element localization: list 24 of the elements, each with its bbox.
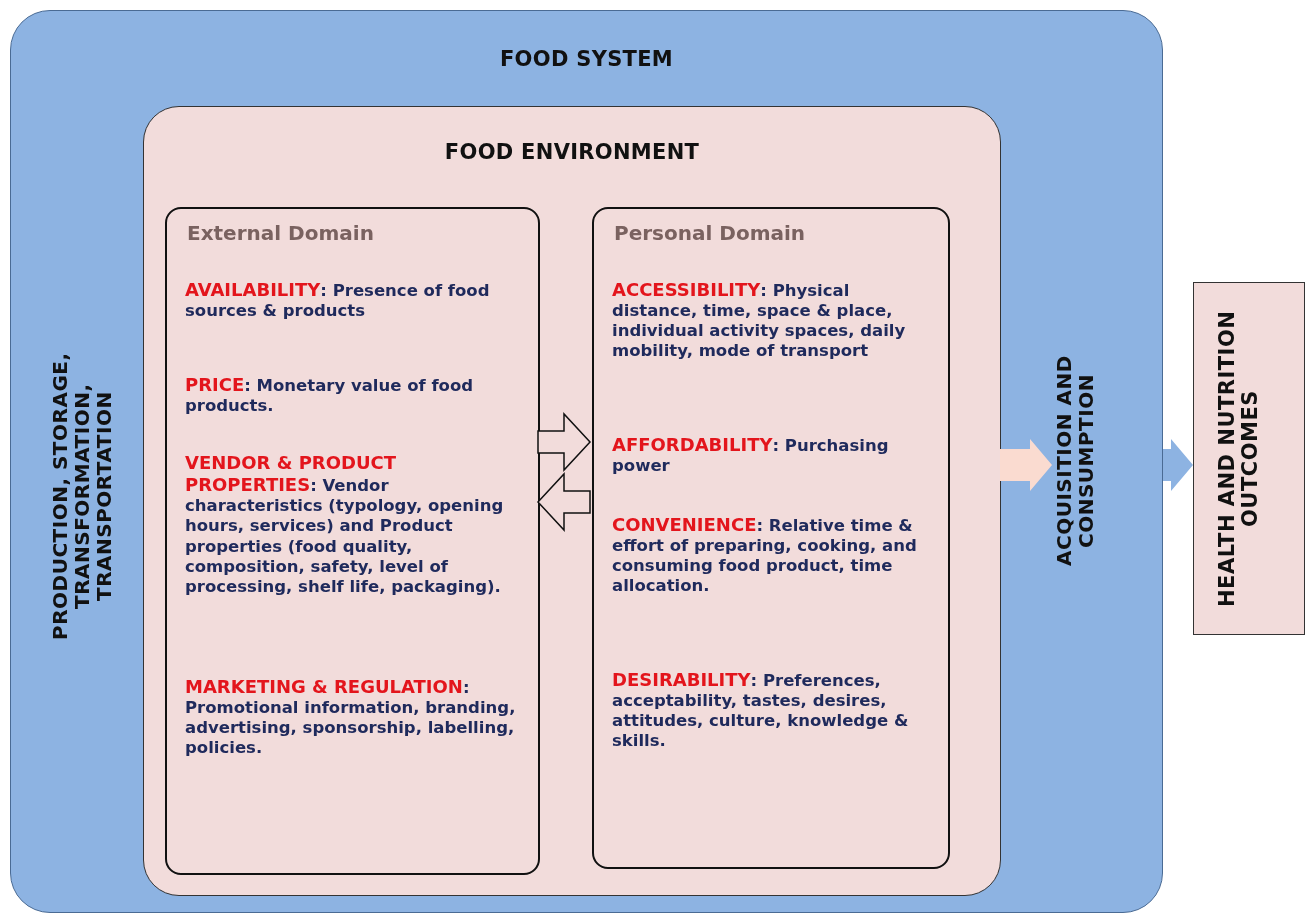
- block-arrow: [1000, 439, 1052, 491]
- outcome-box: [1193, 282, 1305, 635]
- factor-description: VENDOR & PRODUCT PROPERTIES: Vendor characteristics (typology, opening hours, services) and Product properties (food quality, composition, safety, level of processing, shelf life, packaging).: [185, 452, 505, 597]
- factor-description: AFFORDABILITY: Purchasing power: [612, 434, 890, 477]
- environment-panel: [143, 106, 1001, 896]
- panel-title: FOOD SYSTEM: [499, 47, 674, 71]
- factor-description: PRICE: Monetary value of food products.: [185, 374, 475, 417]
- side-label: PRODUCTION, STORAGE, TRANSFORMATION, TRANSPORTATION: [49, 351, 115, 642]
- block-arrow: [537, 412, 592, 472]
- block-arrow: [1163, 439, 1193, 491]
- domain-title: External Domain: [187, 221, 374, 245]
- domain-box: [592, 207, 950, 869]
- system-panel: [10, 10, 1163, 913]
- panel-title: FOOD ENVIRONMENT: [444, 140, 700, 164]
- stage-label: ACQUISITION AND CONSUMPTION: [1053, 301, 1097, 621]
- factor-description: AVAILABILITY: Presence of food sources & products: [185, 279, 491, 322]
- domain-box: [165, 207, 540, 875]
- factor-description: DESIRABILITY: Preferences, acceptability, tastes, desires, attitudes, culture, knowledge & skills.: [612, 669, 910, 752]
- block-arrow: [536, 472, 591, 532]
- factor-description: ACCESSIBILITY: Physical distance, time, space & place, individual activity spaces, daily mobility, mode of transport: [612, 279, 907, 362]
- factor-description: CONVENIENCE: Relative time & effort of preparing, cooking, and consuming food product, time allocation.: [612, 514, 918, 597]
- outcome-label: HEALTH AND NUTRITION OUTCOMES: [1216, 309, 1263, 609]
- factor-description: MARKETING & REGULATION: Promotional information, branding, advertising, sponsorship, labelling, policies.: [185, 676, 517, 759]
- domain-title: Personal Domain: [614, 221, 806, 245]
